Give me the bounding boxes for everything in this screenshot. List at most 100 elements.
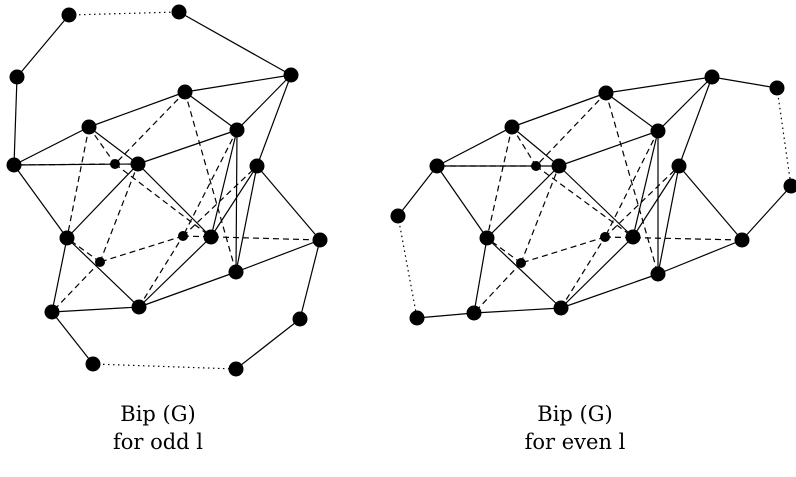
even-edge-dashed xyxy=(560,236,606,309)
even-edge-solid xyxy=(473,237,488,314)
odd-vertex-S xyxy=(228,361,244,377)
even-vertex-L xyxy=(625,229,641,245)
odd-edge-solid xyxy=(137,163,212,238)
graph-even-l xyxy=(390,69,796,326)
odd-edge-dotted xyxy=(68,11,180,16)
even-edge-solid xyxy=(632,130,659,238)
odd-vertices xyxy=(6,4,328,377)
odd-edge-dashed xyxy=(114,163,212,238)
odd-edge-dashed xyxy=(99,163,139,263)
odd-vertex-J xyxy=(249,158,265,174)
odd-edge-solid xyxy=(235,239,321,273)
odd-vertex-L xyxy=(203,229,219,245)
even-vertex-F xyxy=(429,158,445,174)
even-edge-solid xyxy=(657,76,713,132)
even-edge-solid xyxy=(416,312,475,319)
even-vertex-D xyxy=(504,119,520,135)
even-edge-dashed xyxy=(605,92,659,275)
even-edge-solid xyxy=(605,92,659,132)
even-edge-solid xyxy=(711,76,778,89)
even-edge-solid xyxy=(632,165,680,238)
even-vertex-s2 xyxy=(600,232,610,242)
even-vertex-B xyxy=(769,80,785,96)
even-vertex-J xyxy=(390,208,406,224)
odd-edge-solid xyxy=(210,165,258,238)
even-edge-dashed xyxy=(604,165,680,238)
odd-vertex-H xyxy=(6,157,22,173)
odd-edge-solid xyxy=(51,306,140,313)
even-vertex-A xyxy=(704,69,720,85)
odd-vertex-s2 xyxy=(178,231,188,241)
odd-edge-dashed xyxy=(114,91,186,165)
even-vertex-s1 xyxy=(531,161,541,171)
odd-edge-solid xyxy=(13,126,90,166)
odd-vertex-M xyxy=(312,232,328,248)
odd-edge-solid xyxy=(13,76,18,166)
graph-odd-l xyxy=(6,4,328,377)
odd-edge-solid xyxy=(51,311,94,365)
odd-vertex-G xyxy=(229,122,245,138)
odd-vertex-s1 xyxy=(110,159,120,169)
odd-edge-solid xyxy=(138,271,237,308)
even-edge-solid xyxy=(558,130,659,167)
odd-vertex-C xyxy=(9,69,25,85)
odd-vertex-F xyxy=(81,119,97,135)
even-edge-dashed xyxy=(520,236,606,264)
odd-vertex-D xyxy=(283,67,299,83)
odd-edge-solid xyxy=(138,236,212,308)
odd-edge-solid xyxy=(256,165,321,241)
even-vertex-Q xyxy=(409,310,425,326)
odd-vertex-I xyxy=(130,156,146,172)
even-edge-dotted xyxy=(397,215,418,319)
even-edge-dashed xyxy=(535,165,634,238)
odd-edge-solid xyxy=(235,129,238,273)
even-edge-solid xyxy=(657,165,680,275)
caption-odd: Bip (G) for odd l xyxy=(83,400,233,457)
odd-edge-solid xyxy=(256,74,292,167)
even-edge-solid xyxy=(605,76,713,94)
even-edge-solid xyxy=(397,165,438,217)
odd-vertex-R xyxy=(85,356,101,372)
even-vertices xyxy=(390,69,796,326)
even-edge-solid xyxy=(486,237,562,309)
odd-edge-dashed xyxy=(13,163,116,166)
odd-vertex-B xyxy=(171,4,187,20)
odd-edge-dashed xyxy=(88,126,116,165)
odd-edge-solid xyxy=(184,91,238,131)
even-edge-solid xyxy=(436,126,513,167)
even-edge-dotted xyxy=(776,87,792,187)
even-edge-solid xyxy=(511,126,560,167)
odd-edge-solid xyxy=(88,126,139,165)
even-vertex-K xyxy=(479,230,495,246)
even-edge-dashed xyxy=(486,126,513,239)
odd-edge-solid xyxy=(210,129,238,238)
even-vertex-C xyxy=(598,85,614,101)
odd-edge-solid xyxy=(66,163,139,239)
odd-edge-solid xyxy=(184,74,292,93)
odd-edge-solid xyxy=(51,237,68,313)
odd-edge-solid xyxy=(235,165,258,273)
odd-edge-solid xyxy=(137,129,238,165)
odd-edge-dotted xyxy=(92,363,237,370)
odd-edge-solid xyxy=(299,239,321,320)
even-edge-dashed xyxy=(511,126,537,167)
odd-edge-dashed xyxy=(138,235,184,308)
even-edge-solid xyxy=(486,165,560,239)
caption-even-subtitle: for even l xyxy=(524,430,626,455)
even-edge-solid xyxy=(473,307,562,314)
even-edge-dashed xyxy=(535,92,607,167)
even-edge-solid xyxy=(560,236,634,309)
even-edge-solid xyxy=(560,273,659,309)
odd-edge-solid xyxy=(88,91,186,128)
odd-vertex-K xyxy=(59,230,75,246)
odd-edge-solid xyxy=(66,237,140,308)
even-edge-solid xyxy=(436,165,488,239)
caption-even-title: Bip (G) xyxy=(537,402,613,426)
odd-edge-solid xyxy=(13,164,68,239)
even-vertex-G xyxy=(551,158,567,174)
odd-edge-solid xyxy=(236,74,292,131)
odd-vertex-N xyxy=(228,264,244,280)
odd-edge-dashed xyxy=(51,261,101,313)
even-vertex-s3 xyxy=(516,258,526,268)
